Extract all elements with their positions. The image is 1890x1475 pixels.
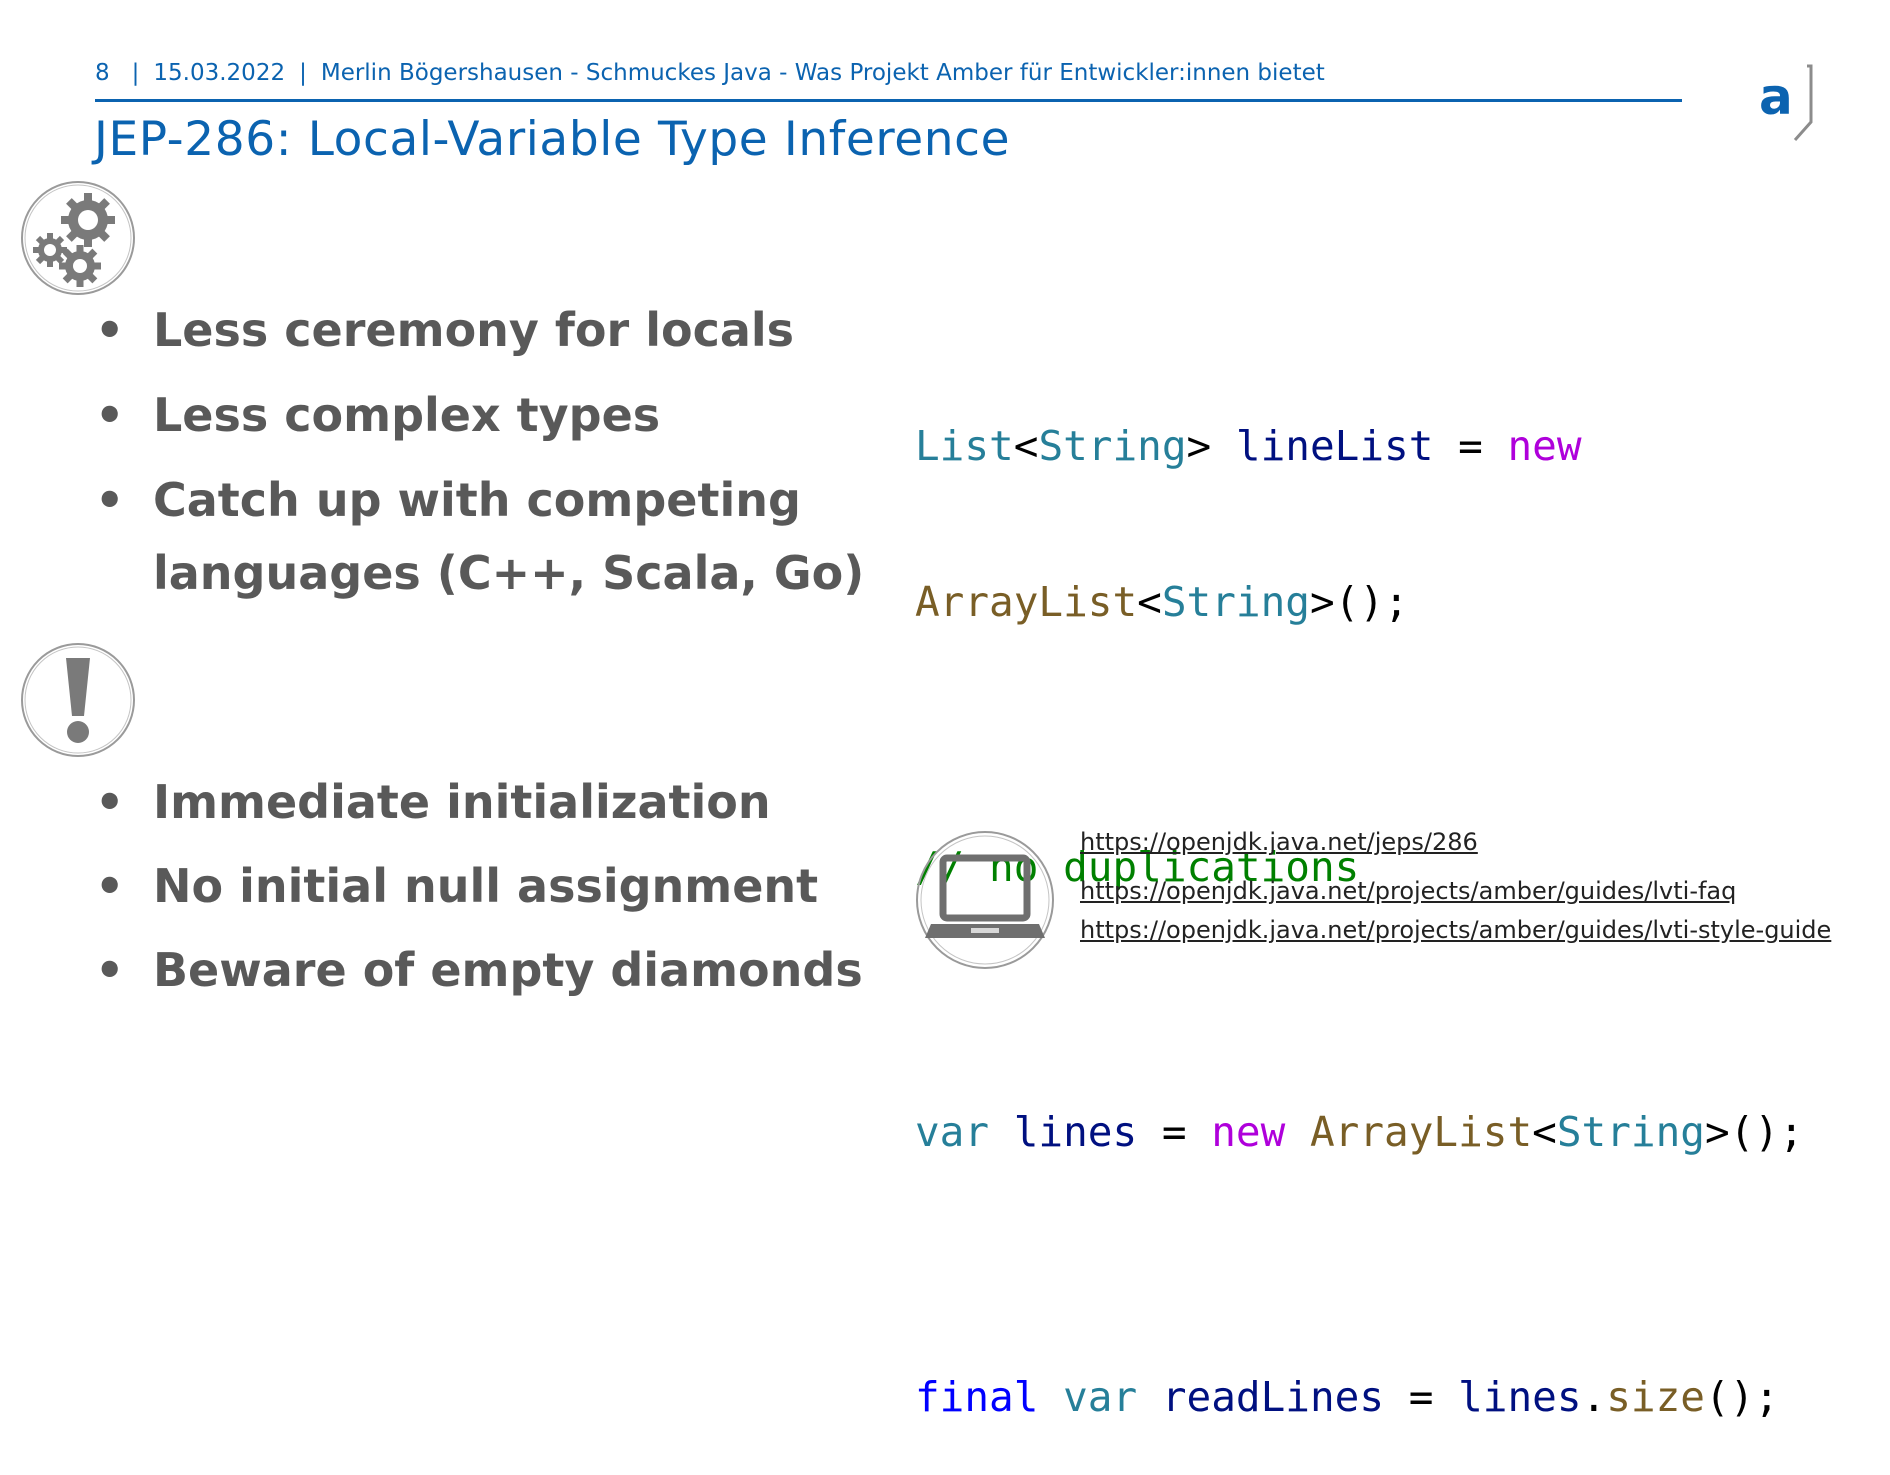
link-lvti-style-guide[interactable]: https://openjdk.java.net/projects/amber/… xyxy=(1080,916,1832,944)
bullet-dot: • xyxy=(95,775,125,829)
link-jep-286[interactable]: https://openjdk.java.net/jeps/286 xyxy=(1080,828,1478,856)
bullet-text: Less ceremony for locals xyxy=(153,303,795,357)
link-lvti-faq[interactable]: https://openjdk.java.net/projects/amber/… xyxy=(1080,877,1737,905)
bullet-text: Less complex types xyxy=(153,388,661,442)
list-item: • Less complex types xyxy=(95,385,893,446)
header-separator: | xyxy=(299,60,307,86)
code-line: var lines = new ArrayList<String>(); xyxy=(915,1108,1804,1156)
code-line: List<String> lineList = new xyxy=(915,422,1582,470)
page-number: 8 xyxy=(95,60,110,86)
slide-title: JEP-286: Local-Variable Type Inference xyxy=(94,112,1011,167)
list-item: • Less ceremony for locals xyxy=(95,300,893,361)
logo-icon: a xyxy=(1759,64,1813,141)
bullet-text: Immediate initialization xyxy=(153,775,771,829)
header-separator: | xyxy=(131,60,140,86)
list-item: • Immediate initialization xyxy=(95,772,893,832)
bullet-text: No initial null assignment xyxy=(153,859,819,913)
bullet-list-bottom: • Immediate initialization • No initial nu… xyxy=(95,772,893,1024)
bullet-list-top: • Less ceremony for locals • Less complex … xyxy=(95,300,893,634)
gear-icon xyxy=(21,181,135,295)
header-subtitle: Merlin Bögershausen - Schmuckes Java - W… xyxy=(320,60,1325,86)
bullet-dot: • xyxy=(95,473,125,527)
exclamation-icon xyxy=(21,643,135,757)
laptop-icon xyxy=(916,831,1054,969)
bullet-dot: • xyxy=(95,388,125,442)
header-rule xyxy=(95,99,1682,102)
header-date: 15.03.2022 xyxy=(153,60,286,86)
slide-header: 8 | 15.03.2022 | Merlin Bögershausen - Schmu… xyxy=(95,60,1325,86)
list-item: • No initial null assignment xyxy=(95,856,893,916)
bullet-dot: • xyxy=(95,943,125,997)
logo-letter: a xyxy=(1759,68,1793,126)
code-line: // no duplications xyxy=(915,843,1360,891)
bullet-dot: • xyxy=(95,303,125,357)
code-line: final var readLines = lines.size(); xyxy=(915,1373,1780,1421)
bullet-text: Catch up with competing languages (C++, … xyxy=(153,473,865,600)
bullet-dot: • xyxy=(95,859,125,913)
bullet-text: Beware of empty diamonds xyxy=(153,943,863,997)
list-item: • Beware of empty diamonds xyxy=(95,940,893,1000)
code-line: ArrayList<String>(); xyxy=(915,578,1409,626)
list-item: • Catch up with competing languages (C++,… xyxy=(95,464,893,610)
